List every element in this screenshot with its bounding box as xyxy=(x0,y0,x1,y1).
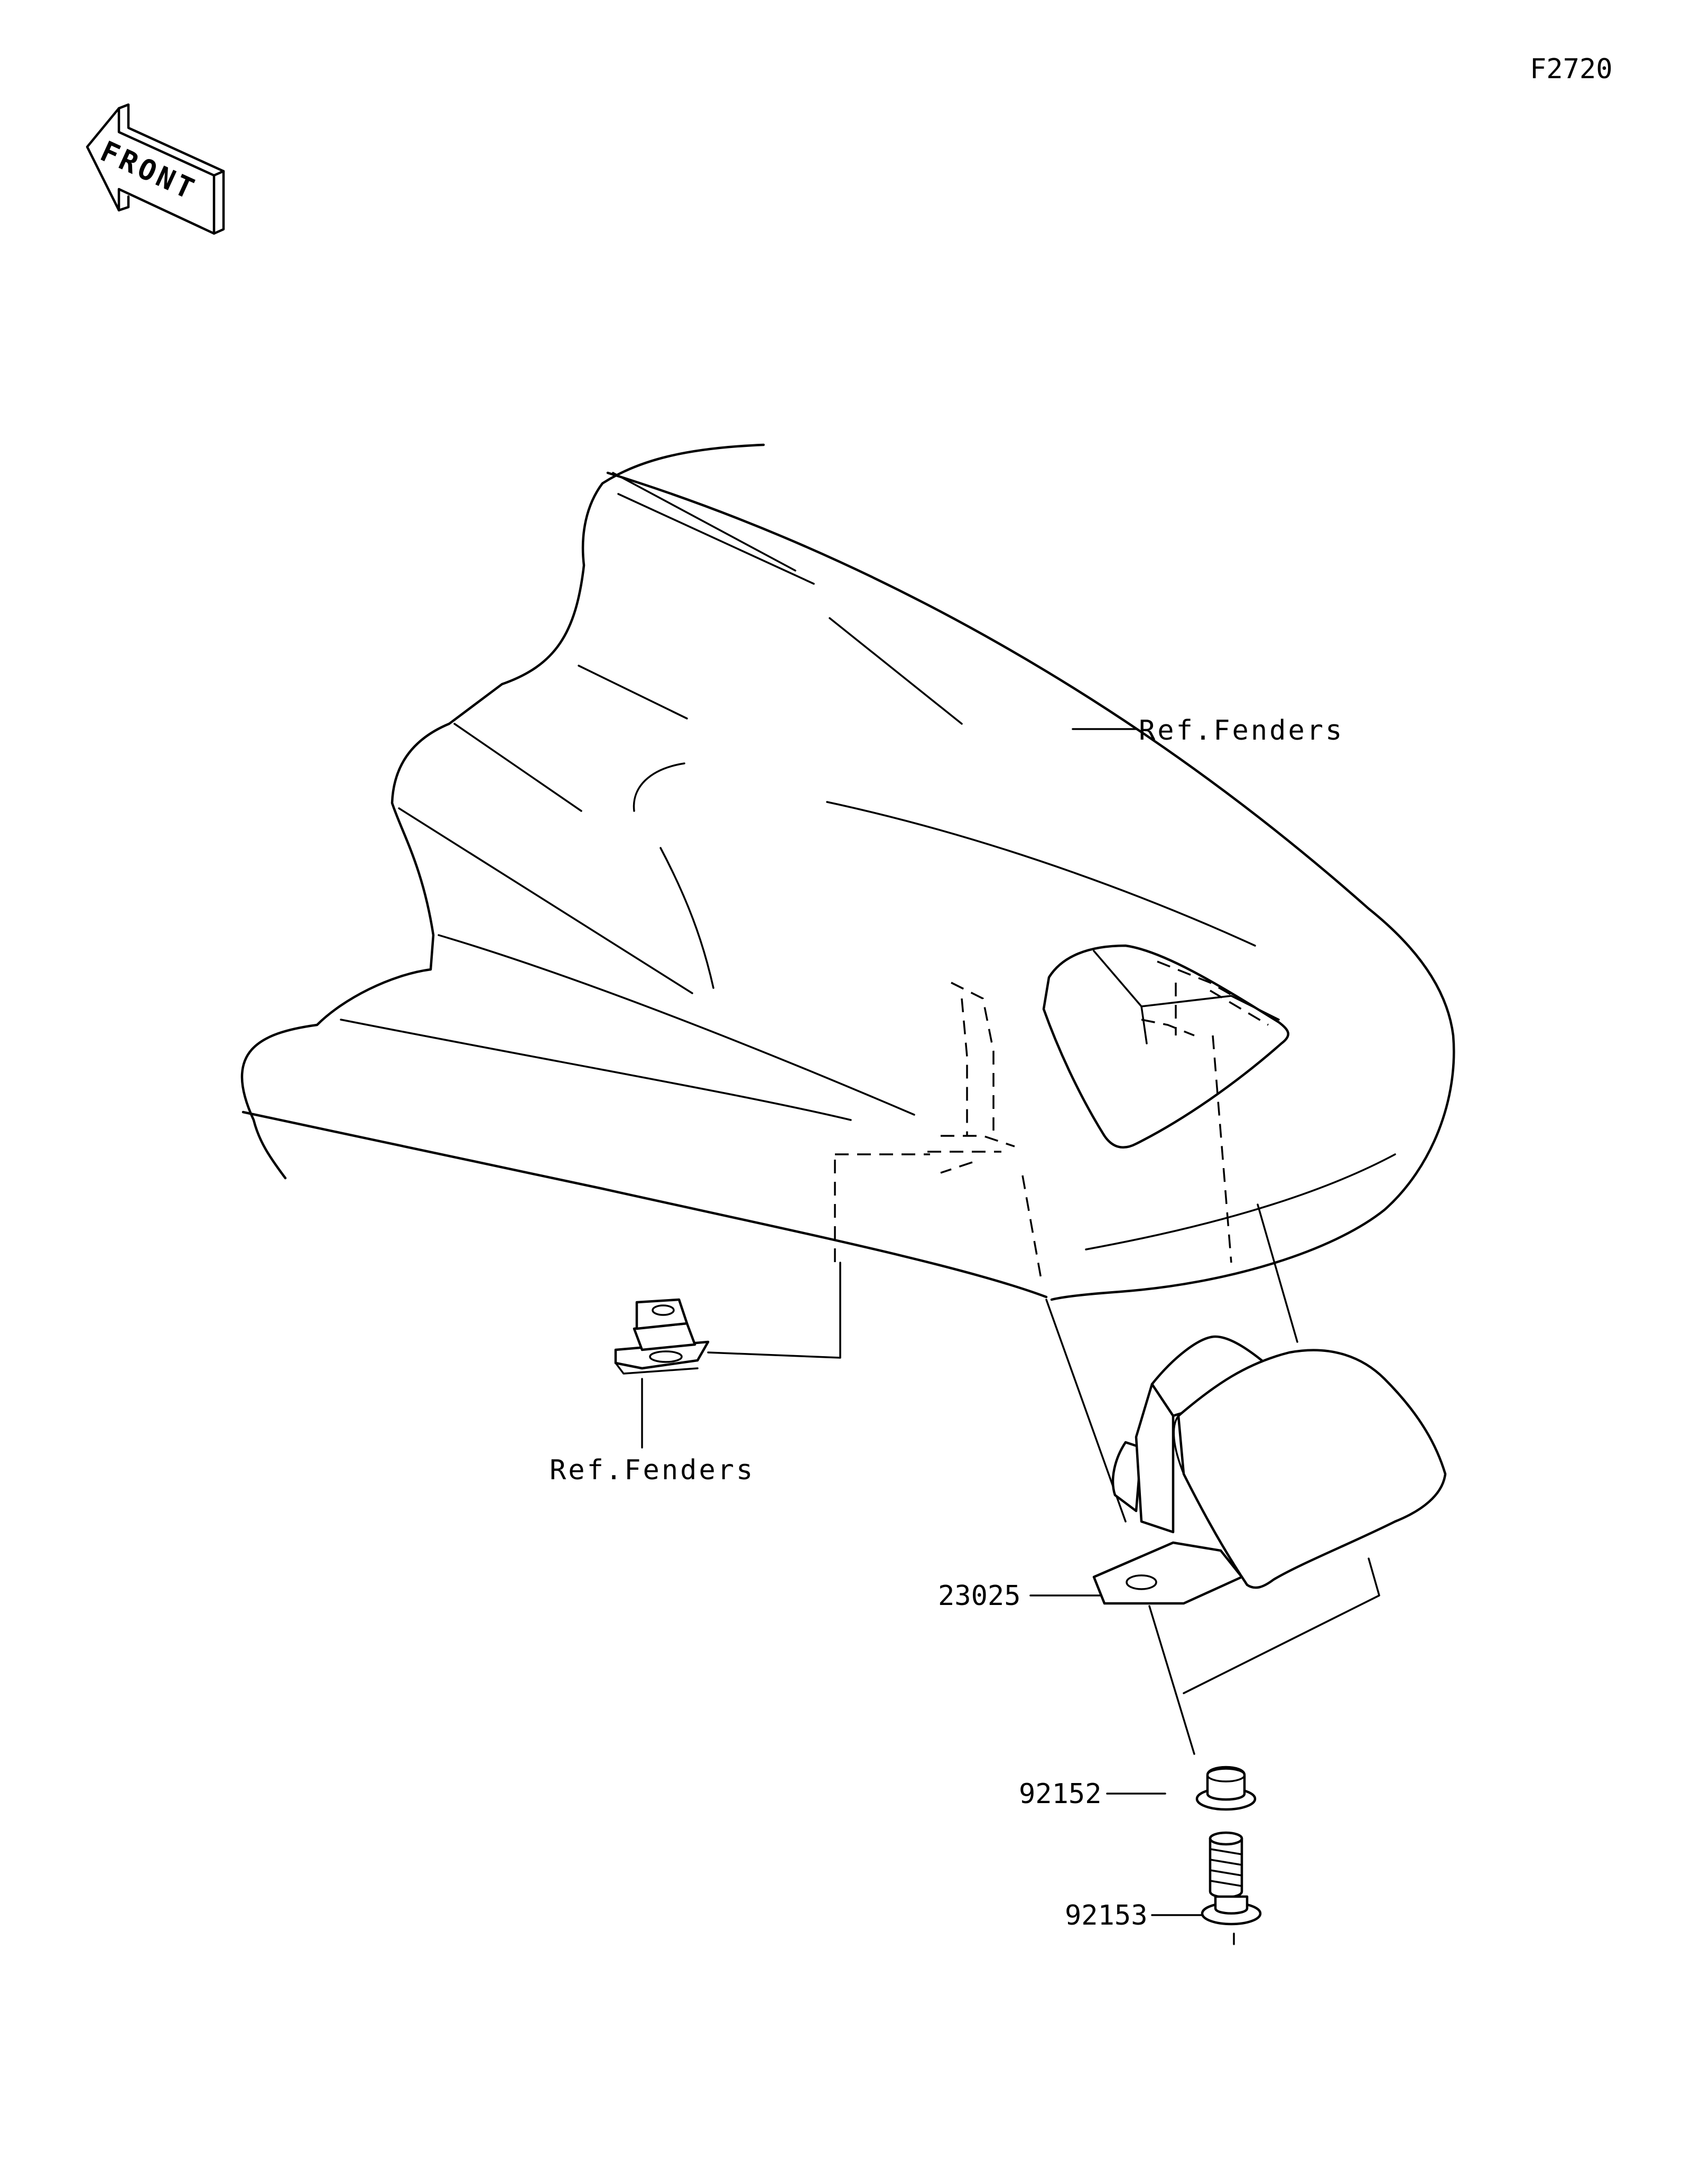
part-number-92152: 92152 xyxy=(1019,1778,1102,1810)
tail-light-part xyxy=(1092,1335,1447,1605)
front-arrow-icon: FRONT xyxy=(86,103,225,235)
diagram-code: F2720 xyxy=(1530,53,1613,85)
part-number-23025: 23025 xyxy=(938,1580,1021,1612)
ref-fenders-bottom-label: Ref.Fenders xyxy=(550,1454,755,1486)
ref-fenders-top-label: Ref.Fenders xyxy=(1139,715,1344,746)
fender-outline xyxy=(240,443,1455,1301)
bolt-part xyxy=(1201,1831,1262,1926)
clip-nut-part xyxy=(614,1298,710,1375)
grommet-part xyxy=(1195,1766,1257,1811)
leader-lines xyxy=(641,728,1380,1945)
part-number-92153: 92153 xyxy=(1065,1900,1148,1931)
